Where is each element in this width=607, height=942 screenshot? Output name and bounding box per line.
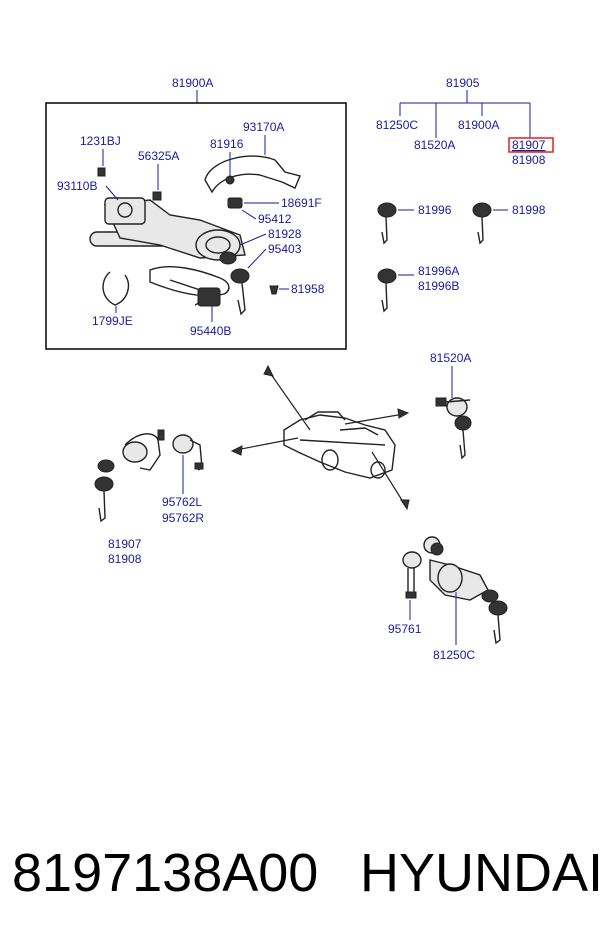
- label-81520a-top: 81520A: [414, 138, 455, 152]
- label-81928: 81928: [268, 227, 302, 241]
- parts-diagram: 81900A 1231BJ 56325A 93170A 81916 93110B…: [45, 76, 554, 662]
- label-95403: 95403: [268, 242, 302, 256]
- label-95440b: 95440B: [190, 324, 231, 338]
- trunk-lock-assembly: [402, 536, 508, 645]
- label-1231bj: 1231BJ: [80, 134, 121, 148]
- label-81996: 81996: [418, 203, 452, 217]
- label-81996b: 81996B: [418, 279, 459, 293]
- key-inside-box: [219, 251, 250, 316]
- label-81908-bottom: 81908: [108, 552, 142, 566]
- door-lock-left: [94, 429, 165, 523]
- label-18691f: 18691F: [281, 196, 322, 210]
- label-81905: 81905: [446, 76, 480, 90]
- lock-cap-95762: [172, 434, 204, 471]
- label-81907-bottom: 81907: [108, 537, 142, 551]
- label-95762r: 95762R: [162, 511, 204, 525]
- key-81996a: [377, 268, 397, 313]
- highlight-box-81907: [508, 137, 554, 153]
- label-81250c-bottom: 81250C: [433, 648, 475, 662]
- label-93110b: 93110B: [57, 179, 97, 193]
- clip-1799je: [102, 271, 130, 306]
- footer-bar: 8197138A00 HYUNDAI: [0, 838, 607, 908]
- label-1799je: 1799JE: [92, 314, 133, 328]
- label-81250c-top: 81250C: [376, 118, 418, 132]
- label-81907-highlighted[interactable]: 81907: [512, 138, 546, 152]
- label-81958: 81958: [291, 282, 325, 296]
- label-81996a: 81996A: [418, 264, 459, 278]
- label-81900a-top: 81900A: [458, 118, 499, 132]
- label-93170a: 93170A: [243, 120, 284, 134]
- label-56325a: 56325A: [138, 149, 179, 163]
- key-81998: [472, 202, 492, 245]
- label-81520a-mid: 81520A: [430, 351, 471, 365]
- label-81900a: 81900A: [172, 76, 213, 90]
- key-81996: [377, 202, 397, 245]
- steering-lock-body: [89, 197, 246, 307]
- car-silhouette: [283, 411, 396, 479]
- main-assembly-frame: [45, 102, 347, 350]
- label-81998: 81998: [512, 203, 546, 217]
- brand-text: HYUNDAI: [360, 843, 604, 903]
- label-81908-top: 81908: [512, 153, 546, 167]
- door-lock-cylinder: [435, 397, 472, 460]
- part-number-text: 8197138A00: [12, 843, 319, 903]
- label-95761: 95761: [388, 622, 422, 636]
- label-95762l: 95762L: [162, 495, 202, 509]
- label-81916: 81916: [210, 137, 244, 151]
- wire-harness: [204, 155, 301, 194]
- label-95412: 95412: [258, 212, 292, 226]
